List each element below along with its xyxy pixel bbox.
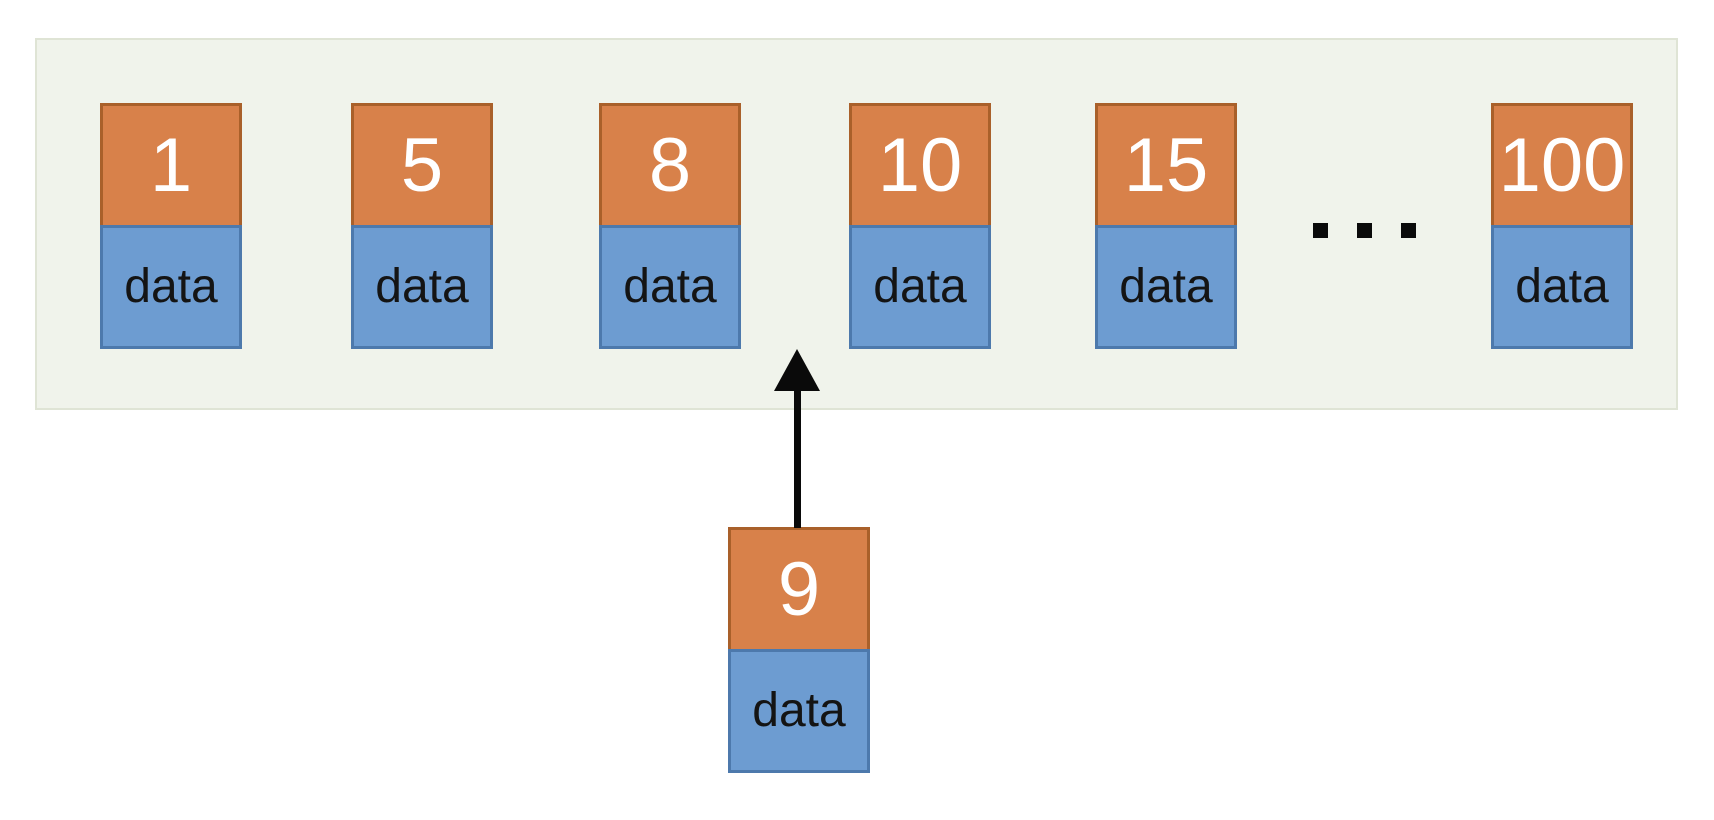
node-key: 15 <box>1095 103 1237 225</box>
array-node-5: 5 data <box>351 103 493 349</box>
array-node-1: 1 data <box>100 103 242 349</box>
node-data: data <box>849 225 991 349</box>
node-key: 10 <box>849 103 991 225</box>
ellipsis-dot <box>1357 223 1372 238</box>
ellipsis-dot <box>1401 223 1416 238</box>
ellipsis-dot <box>1313 223 1328 238</box>
node-key: 9 <box>728 527 870 649</box>
ellipsis-icon <box>1313 223 1416 238</box>
insert-node-9: 9 data <box>728 527 870 773</box>
node-data: data <box>100 225 242 349</box>
node-key: 5 <box>351 103 493 225</box>
node-data: data <box>351 225 493 349</box>
array-node-15: 15 data <box>1095 103 1237 349</box>
node-key: 8 <box>599 103 741 225</box>
node-key: 1 <box>100 103 242 225</box>
node-data: data <box>1491 225 1633 349</box>
node-data: data <box>599 225 741 349</box>
node-data: data <box>1095 225 1237 349</box>
array-node-100: 100 data <box>1491 103 1633 349</box>
array-node-8: 8 data <box>599 103 741 349</box>
node-key: 100 <box>1491 103 1633 225</box>
array-node-10: 10 data <box>849 103 991 349</box>
node-data: data <box>728 649 870 773</box>
